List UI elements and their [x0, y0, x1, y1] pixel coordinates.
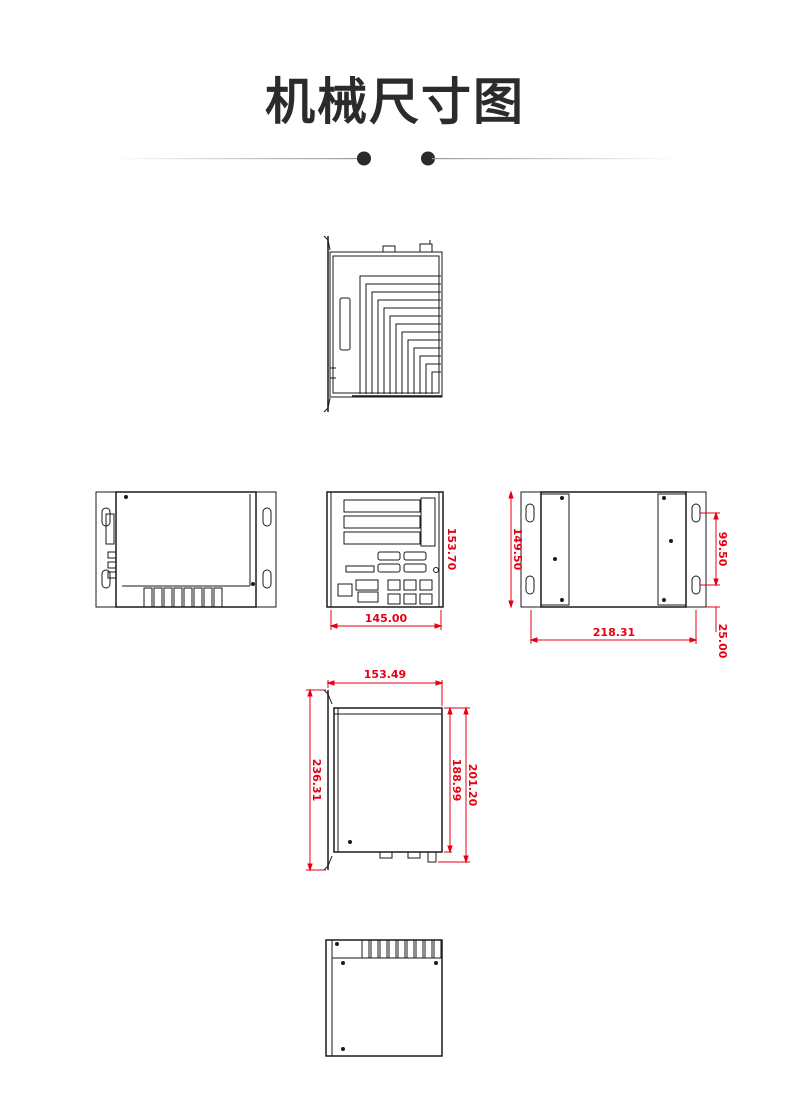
view-rear — [325, 939, 443, 1057]
title-divider — [110, 151, 682, 166]
view-front — [326, 491, 444, 608]
view-top-fins — [323, 235, 443, 413]
side-bracket-depth-label: 25.00 — [716, 624, 729, 659]
top-body-depth-label: 188.99 — [450, 759, 463, 801]
top-view-fins — [359, 275, 441, 394]
right-dimensions — [508, 490, 720, 644]
lan-usb-ports — [337, 565, 439, 605]
view-left-side — [95, 491, 277, 608]
divider-dot-left — [357, 151, 371, 166]
left-view-fins — [143, 587, 223, 608]
front-width-label: 145.00 — [365, 612, 408, 625]
top-body-depth-outer-label: 201.20 — [466, 764, 479, 807]
top-width-label: 153.49 — [364, 668, 406, 681]
front-dimensions — [329, 610, 443, 630]
side-bracket-width-label: 218.31 — [593, 626, 635, 639]
page-title: 机械尺寸图 — [265, 73, 525, 131]
divider-dot-right — [421, 151, 435, 166]
view-right-side — [520, 491, 707, 608]
expansion-slots — [343, 497, 436, 547]
plan-dimensions — [306, 680, 470, 872]
front-height-label: 153.70 — [445, 528, 458, 571]
com-ports — [377, 551, 427, 573]
divider-line-right — [432, 158, 682, 160]
view-plan — [323, 689, 443, 871]
top-total-depth-label: 236.31 — [310, 759, 323, 801]
divider-line-left — [110, 158, 360, 160]
rear-view-fins — [361, 939, 442, 959]
side-height-label: 149.50 — [511, 528, 524, 571]
side-hole-spacing-label: 99.50 — [716, 532, 729, 567]
